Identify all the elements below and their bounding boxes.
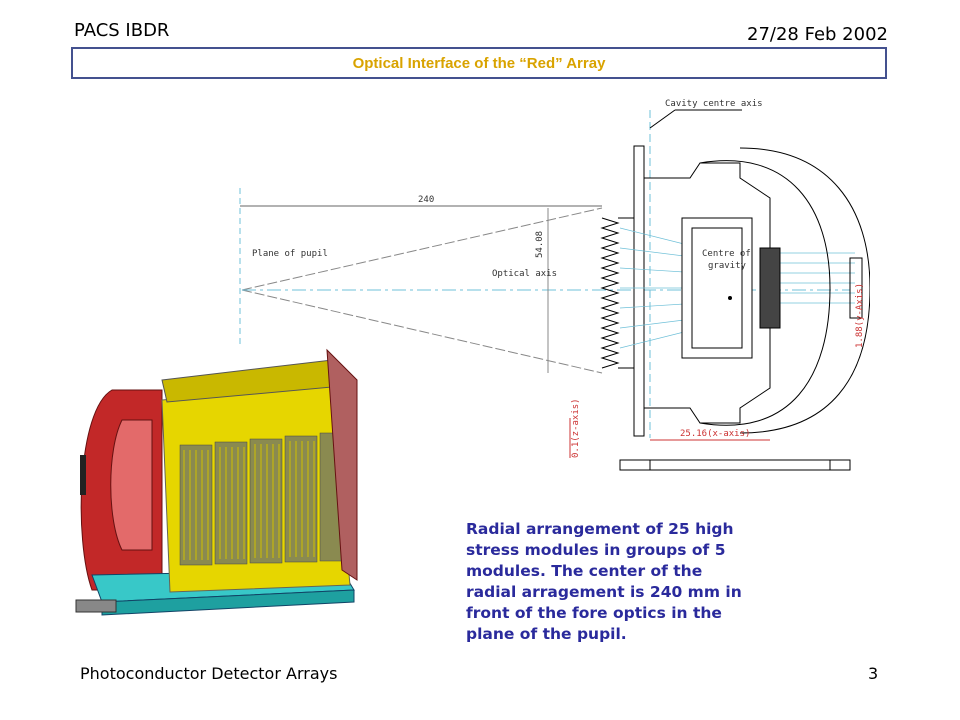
detector-module-illustration bbox=[75, 348, 358, 616]
cavity-axis-label: Cavity centre axis bbox=[665, 99, 763, 109]
centre-gravity-label-1: Centre of bbox=[702, 249, 751, 259]
slide-title-box: Optical Interface of the “Red” Array bbox=[71, 47, 887, 79]
caption-line: Radial arrangement of 25 high bbox=[466, 520, 734, 538]
page-number: 3 bbox=[868, 664, 879, 683]
slide-title: Optical Interface of the “Red” Array bbox=[352, 54, 606, 72]
optical-interface-drawing: Cavity centre axis Plane of pupil Optica… bbox=[239, 99, 870, 471]
header-title: PACS IBDR bbox=[74, 20, 170, 41]
caption-line: modules. The center of the bbox=[466, 562, 703, 580]
dimension-y-axis-label: 1.88(y-Axis) bbox=[855, 283, 865, 348]
dimension-x-axis-label: 25.16(x-axis) bbox=[680, 429, 750, 439]
caption-line: front of the fore optics in the bbox=[466, 604, 722, 622]
centre-gravity-label-2: gravity bbox=[708, 261, 747, 271]
dimension-z-axis-label: 0.1(z-axis) bbox=[571, 398, 581, 458]
caption-line: plane of the pupil. bbox=[466, 625, 627, 643]
footer-title: Photoconductor Detector Arrays bbox=[80, 664, 338, 683]
header-date: 27/28 Feb 2002 bbox=[747, 24, 888, 45]
dimension-240-label: 240 bbox=[418, 195, 434, 205]
optical-axis-label: Optical axis bbox=[492, 269, 557, 279]
caption-line: radial arragement is 240 mm in bbox=[466, 583, 742, 601]
pupil-plane-label: Plane of pupil bbox=[252, 249, 328, 259]
dimension-5408-label: 54.08 bbox=[535, 231, 545, 258]
caption-line: stress modules in groups of 5 bbox=[466, 541, 726, 559]
caption-text: Radial arrangement of 25 high stress mod… bbox=[466, 519, 776, 645]
